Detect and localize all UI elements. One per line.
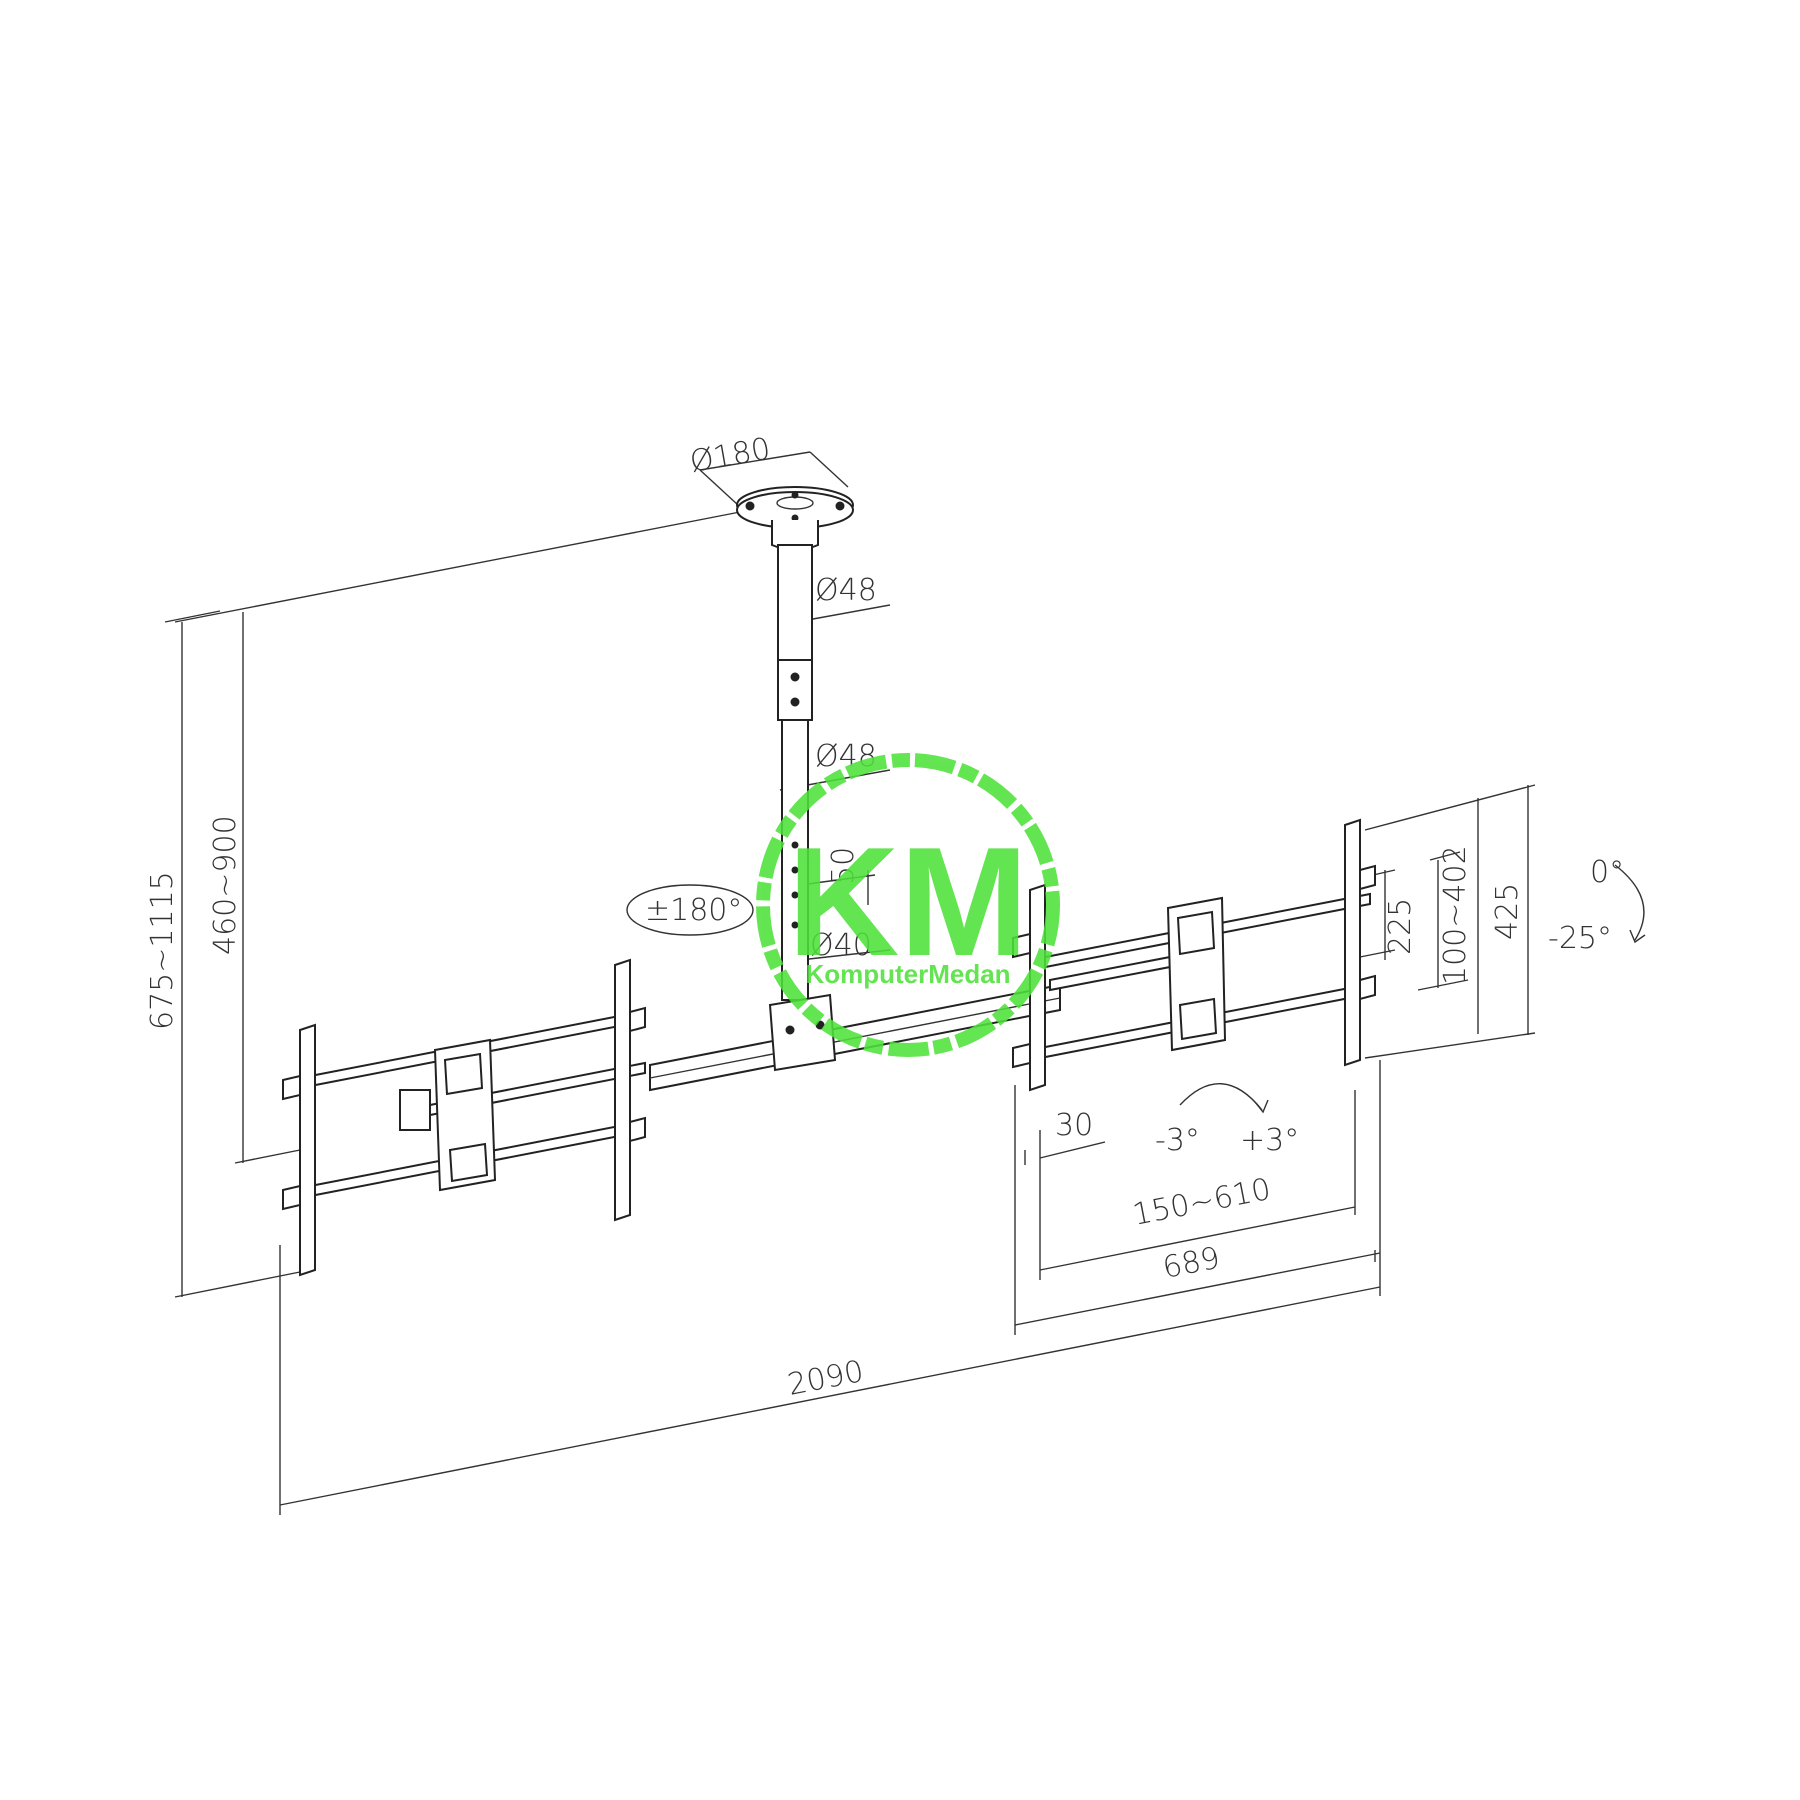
- width-range-label: 150~610: [1130, 1172, 1274, 1233]
- height-range-label: 100~402: [1438, 845, 1473, 985]
- base-plate-diameter-label: Ø180: [687, 431, 773, 480]
- height-225-label: 225: [1383, 898, 1418, 955]
- right-bracket: [1012, 818, 1376, 1092]
- depth-30-label: 30: [1055, 1108, 1093, 1143]
- total-width-label: 2090: [785, 1354, 867, 1403]
- swivel-indicator: [626, 884, 754, 936]
- left-bracket: [282, 958, 646, 1277]
- komputermedan-watermark: KM KomputerMedan: [756, 753, 1060, 1057]
- height-425-label: 425: [1490, 883, 1525, 940]
- inner-tube-diameter-label: Ø40: [810, 928, 872, 963]
- level-plus-label: +3°: [1240, 1123, 1299, 1158]
- level-minus-label: -3°: [1155, 1123, 1200, 1158]
- ceiling-mount: [736, 486, 854, 551]
- watermark-logo-letters: KM: [787, 815, 1028, 988]
- height-outer-label: 675~1115: [145, 871, 180, 1030]
- swivel-label: ±180°: [645, 893, 742, 928]
- slider-length-label: 50: [826, 847, 861, 885]
- dimension-lines: [164, 451, 1536, 1515]
- lower-pole: [781, 719, 809, 1001]
- watermark-ring: [756, 753, 1060, 1057]
- watermark-brand-text: KomputerMedan: [805, 959, 1010, 989]
- upper-pole-diameter-label: Ø48: [815, 573, 877, 608]
- tilt-top-label: 0°: [1590, 855, 1624, 890]
- width-689-label: 689: [1160, 1241, 1223, 1286]
- tilt-arrow: [1614, 864, 1646, 944]
- height-inner-label: 460~900: [208, 815, 243, 955]
- tilt-bottom-label: -25°: [1548, 921, 1612, 956]
- level-arrow: [1179, 1083, 1269, 1114]
